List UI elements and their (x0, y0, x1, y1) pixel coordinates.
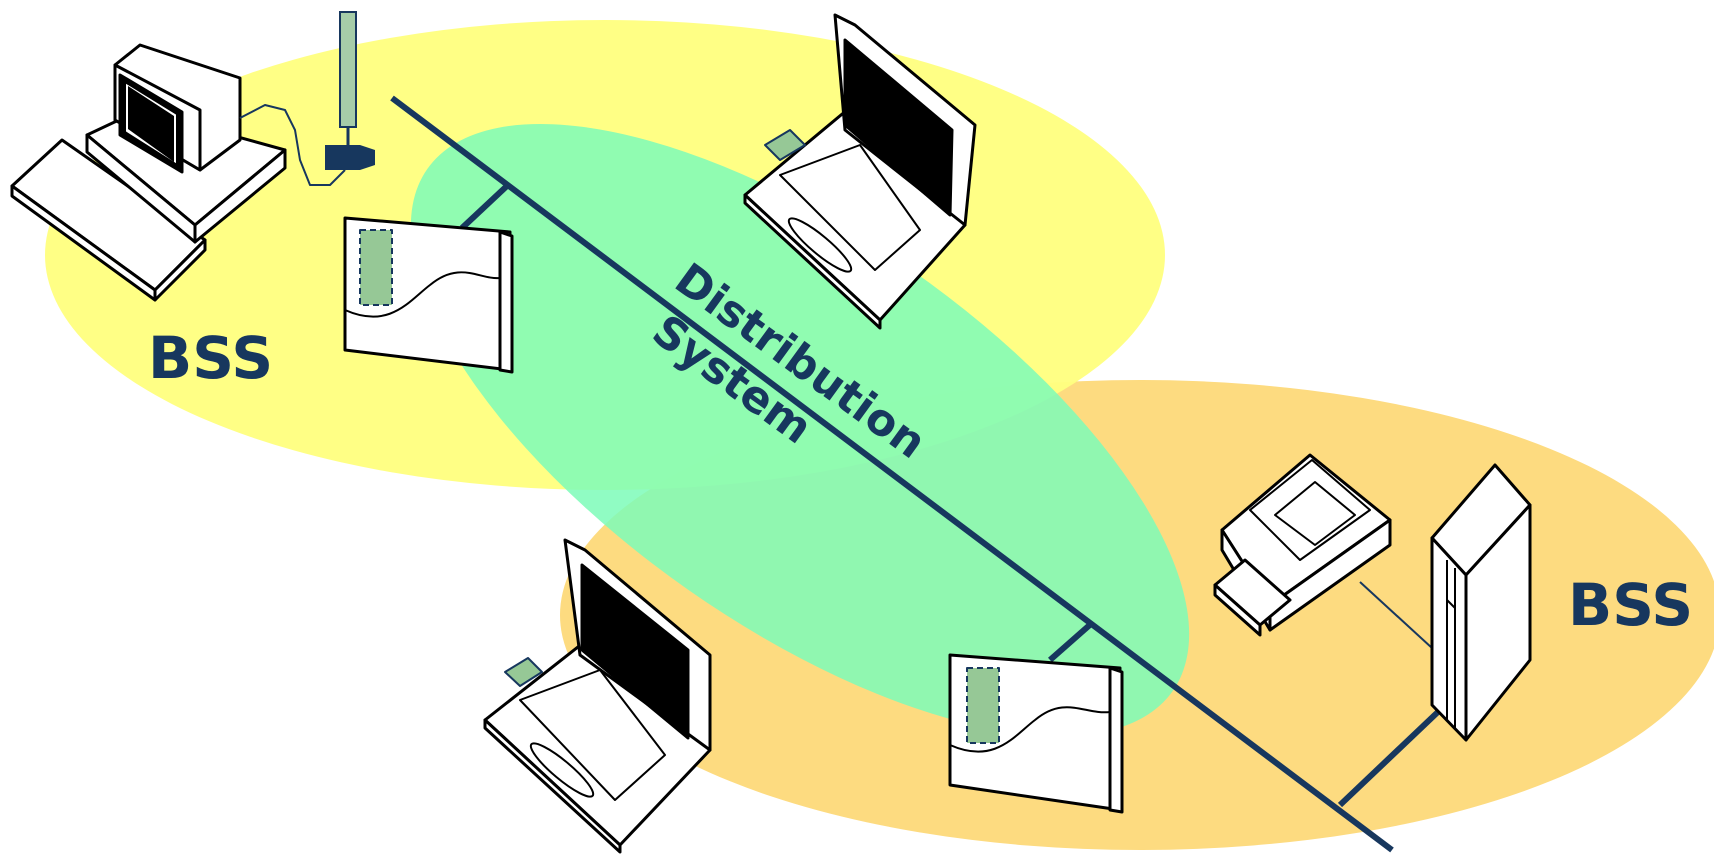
laptop-icon-bottom (483, 538, 712, 854)
laptop-icon-top (743, 13, 977, 330)
access-point-icon-top (343, 216, 514, 374)
ap-link-top (459, 182, 511, 231)
ap-link-bottom (1048, 620, 1094, 663)
distribution-backbone-line (390, 95, 1394, 853)
server-tower-icon (1430, 463, 1532, 742)
desktop-computer-icon (10, 43, 346, 302)
access-point-icon-bottom (948, 653, 1124, 814)
antenna-icon (325, 11, 375, 170)
server-link (1337, 707, 1443, 808)
bss-label-top: BSS (148, 324, 273, 392)
distribution-system-area (410, 124, 1190, 736)
printer-icon (1213, 453, 1392, 637)
bss-label-bottom: BSS (1568, 571, 1693, 639)
printer-server-cable (1359, 581, 1433, 649)
